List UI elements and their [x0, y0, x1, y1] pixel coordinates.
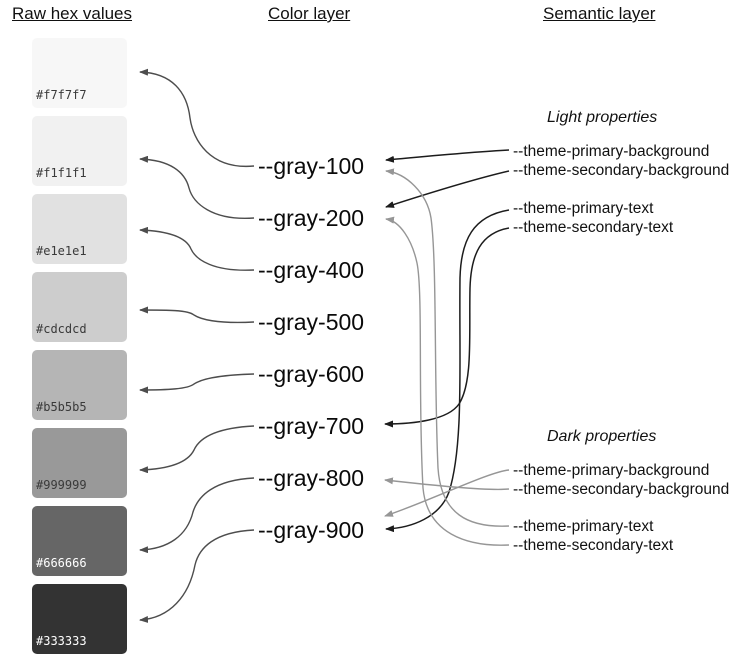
- arrow-color-to-hex: [139, 425, 255, 474]
- arrow-dark-property: [384, 477, 510, 491]
- color-layer-label-gray-900: --gray-900: [258, 517, 365, 543]
- dark-theme-secondary-text-label: --theme-secondary-text: [513, 537, 674, 554]
- color-layer-label-gray-600: --gray-600: [258, 361, 365, 387]
- swatch-hex-label: #e1e1e1: [36, 244, 87, 258]
- column-header-color-layer: Color layer: [268, 4, 351, 23]
- swatch-hex-label: #b5b5b5: [36, 400, 87, 414]
- dark-properties-title: Dark properties: [547, 428, 657, 445]
- color-layer-label-gray-500: --gray-500: [258, 309, 365, 335]
- arrow-light-property: [384, 227, 510, 428]
- swatch-e1e1e1: #e1e1e1: [32, 194, 127, 264]
- dark-theme-primary-background-label: --theme-primary-background: [513, 462, 710, 479]
- light-properties-title: Light properties: [547, 109, 658, 126]
- arrow-color-to-hex: [139, 529, 255, 623]
- arrow-dark-property: [384, 469, 510, 517]
- swatch-333333: #333333: [32, 584, 127, 654]
- arrow-color-to-hex: [139, 373, 255, 394]
- arrow-dark-property: [385, 216, 510, 546]
- arrow-color-to-hex: [139, 155, 255, 219]
- swatch-hex-label: #f7f7f7: [36, 88, 87, 102]
- swatch-b5b5b5: #b5b5b5: [32, 350, 127, 420]
- swatch-999999: #999999: [32, 428, 127, 498]
- color-layer-label-gray-400: --gray-400: [258, 257, 365, 283]
- color-layer-label-gray-800: --gray-800: [258, 465, 365, 491]
- arrow-dark-property: [385, 168, 510, 527]
- column-header-semantic-layer: Semantic layer: [543, 4, 656, 23]
- swatch-f1f1f1: #f1f1f1: [32, 116, 127, 186]
- light-theme-secondary-background-label: --theme-secondary-background: [513, 162, 730, 179]
- color-layer-label-gray-200: --gray-200: [258, 205, 365, 231]
- color-layer-label-gray-100: --gray-100: [258, 153, 365, 179]
- light-theme-secondary-text-label: --theme-secondary-text: [513, 219, 674, 236]
- dark-theme-primary-text-label: --theme-primary-text: [513, 518, 654, 535]
- swatch-hex-label: #333333: [36, 634, 87, 648]
- arrow-color-to-hex: [139, 226, 255, 271]
- color-layer-label-gray-700: --gray-700: [258, 413, 365, 439]
- swatch-666666: #666666: [32, 506, 127, 576]
- swatch-hex-label: #f1f1f1: [36, 166, 87, 180]
- dark-theme-secondary-background-label: --theme-secondary-background: [513, 481, 730, 498]
- arrow-light-property: [385, 209, 510, 533]
- light-theme-primary-text-label: --theme-primary-text: [513, 200, 654, 217]
- light-theme-primary-background-label: --theme-primary-background: [513, 143, 710, 160]
- swatch-hex-label: #666666: [36, 556, 87, 570]
- arrow-light-property: [385, 149, 510, 163]
- column-header-raw-hex: Raw hex values: [12, 4, 133, 23]
- arrow-color-to-hex: [139, 68, 255, 167]
- swatch-hex-label: #cdcdcd: [36, 322, 87, 336]
- arrow-color-to-hex: [139, 306, 255, 324]
- swatch-hex-label: #999999: [36, 478, 87, 492]
- swatch-cdcdcd: #cdcdcd: [32, 272, 127, 342]
- arrow-color-to-hex: [139, 477, 255, 554]
- arrow-light-property: [385, 170, 510, 208]
- swatch-f7f7f7: #f7f7f7: [32, 38, 127, 108]
